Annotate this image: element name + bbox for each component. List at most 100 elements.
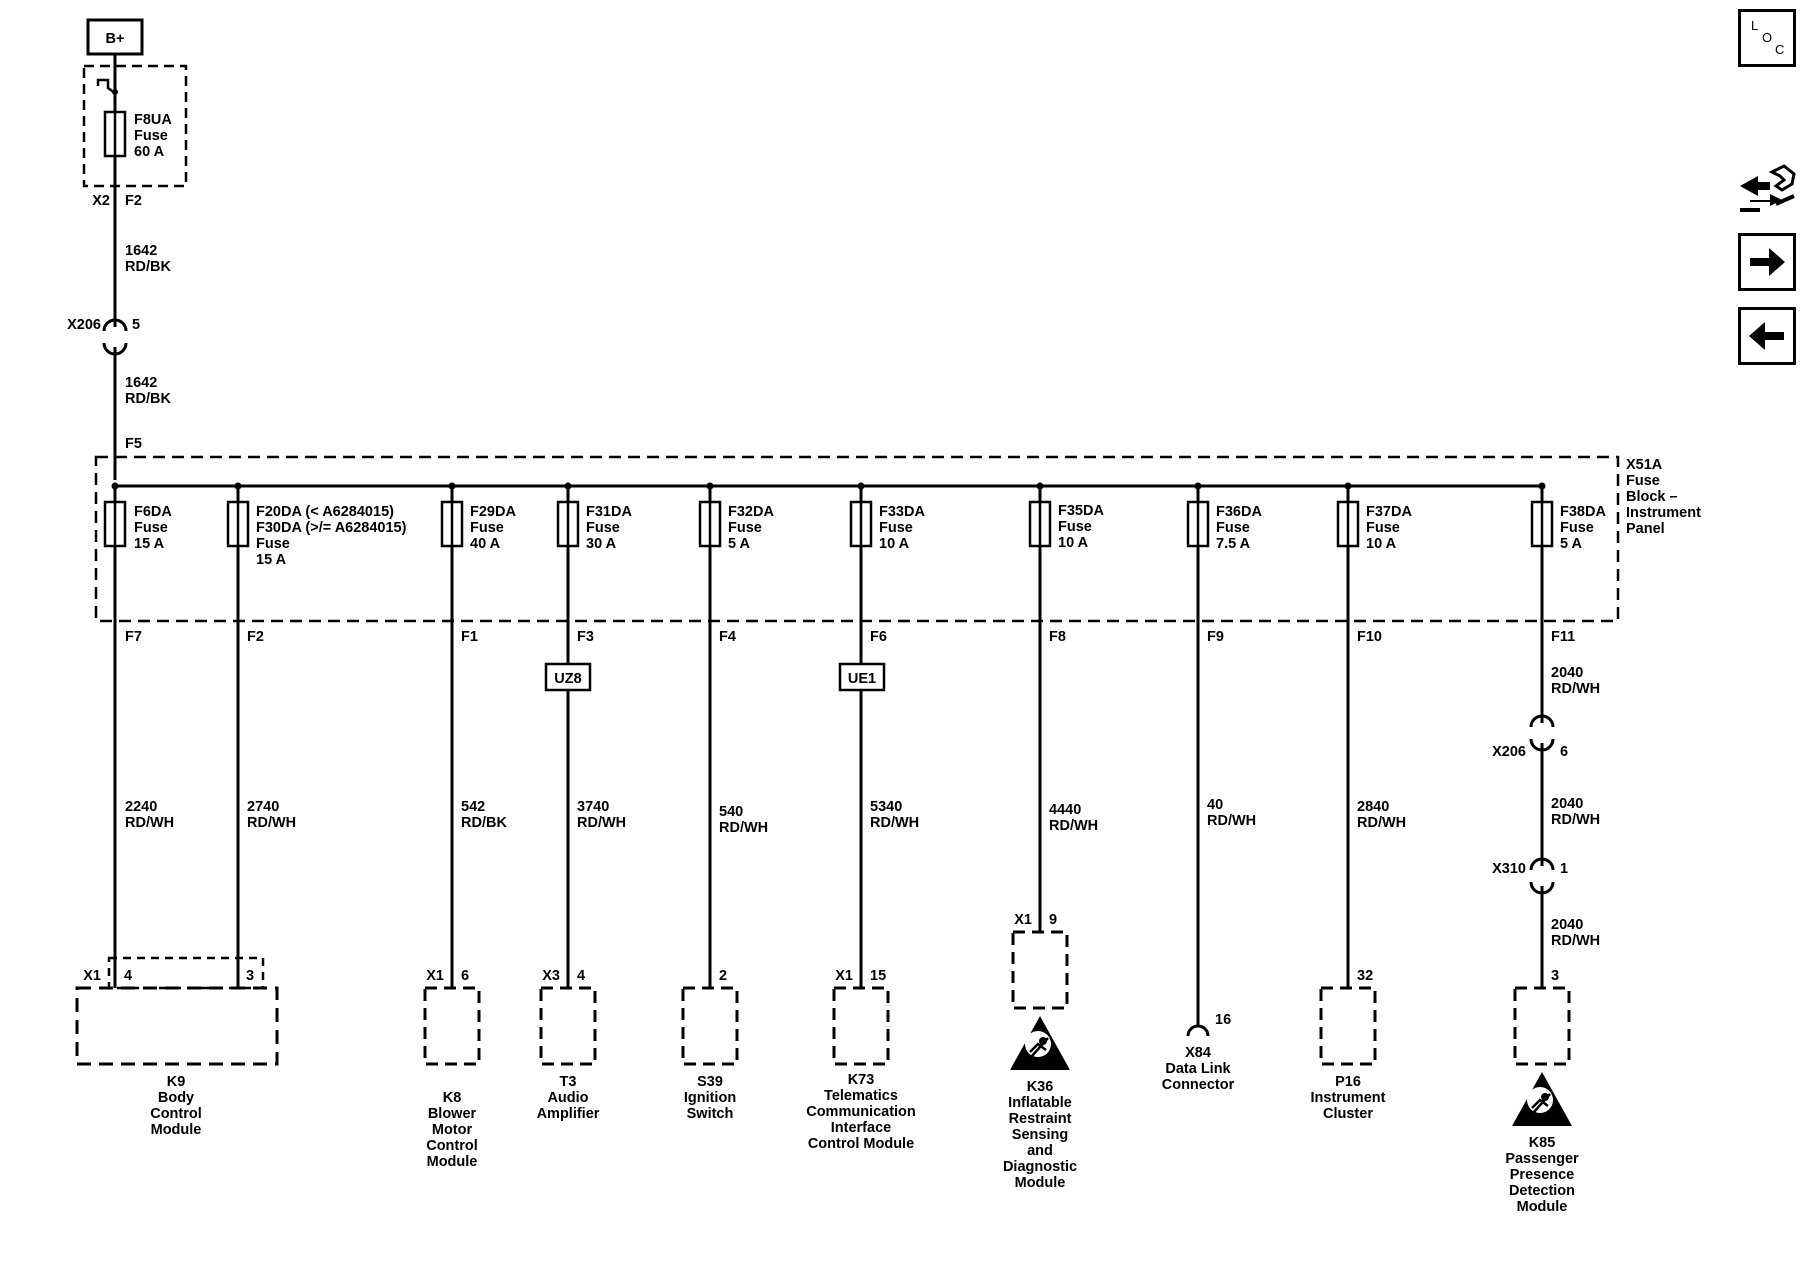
fuse-terminal-label: F2 [247, 629, 264, 645]
fuse-label-line: F31DA [586, 504, 632, 520]
wire-circuit-number: 4440 [1049, 802, 1081, 818]
fuse-symbol [556, 500, 580, 548]
fuse-symbol [226, 500, 250, 548]
device-connector-label: X1 [835, 968, 853, 984]
device-pin-label: 6 [461, 968, 469, 984]
fuse-label-line: F36DA [1216, 504, 1262, 520]
device-pin-label: 16 [1215, 1012, 1231, 1028]
arrow-left-icon [1749, 322, 1784, 350]
device-label-line: X84 [1185, 1045, 1211, 1061]
device-label-line: Diagnostic [1003, 1159, 1077, 1175]
t3-module-outline [539, 986, 597, 1066]
fuse-label-line: F38DA [1560, 504, 1606, 520]
fuse-symbol [1336, 500, 1360, 548]
device-label-line: Blower [428, 1106, 477, 1122]
device-connector-label: X1 [1014, 912, 1032, 928]
wire-color-code: RD/WH [870, 815, 919, 831]
wire-color-code: RD/WH [1357, 815, 1406, 831]
device-label-line: Control [426, 1138, 478, 1154]
wire-color-code: RD/WH [125, 815, 174, 831]
back-button[interactable] [1738, 307, 1796, 365]
device-label-line: Passenger [1505, 1151, 1579, 1167]
fuse-label-line: 15 A [256, 552, 287, 568]
fuse-label-line: F32DA [728, 504, 774, 520]
device-label-line: Module [1517, 1199, 1568, 1215]
main-fuse-kind: Fuse [134, 128, 168, 144]
fuse-label-line: Fuse [470, 520, 504, 536]
device-label-line: Control [150, 1106, 202, 1122]
location-button[interactable]: L O C [1738, 9, 1796, 67]
fuse-label-line: 5 A [728, 536, 751, 552]
airbag-warning-icon [1510, 1070, 1574, 1128]
fuse-housing-outline [82, 64, 188, 188]
fuse-block-name-line-2: Block – [1626, 489, 1678, 505]
device-pin-label: 3 [1551, 968, 1559, 984]
forward-button[interactable] [1738, 233, 1796, 291]
device-label-line: Detection [1509, 1183, 1575, 1199]
connector-tools-button[interactable] [1736, 160, 1798, 220]
device-label-line: Sensing [1012, 1127, 1068, 1143]
fuse-label-line: Fuse [728, 520, 762, 536]
wire-circuit-number: 542 [461, 799, 485, 815]
device-connector-label: X1 [83, 968, 101, 984]
fuse-label-line: F35DA [1058, 503, 1104, 519]
device-pin-label: 9 [1049, 912, 1057, 928]
wire-color-code: RD/WH [1207, 813, 1256, 829]
device-label-line: Data Link [1165, 1061, 1231, 1077]
wire-circuit-number: 3740 [577, 799, 609, 815]
main-fuse-connector: X2 [92, 193, 110, 209]
k85-module-outline [1513, 986, 1571, 1066]
fuse-label-line: 5 A [1560, 536, 1583, 552]
main-fuse-name: F8UA [134, 112, 172, 128]
device-label-line: Amplifier [537, 1106, 600, 1122]
fuse-label-line: Fuse [256, 536, 290, 552]
device-pin-label: 4 [124, 968, 132, 984]
device-connector-label: X1 [426, 968, 444, 984]
inline-pin-label: 1 [1560, 861, 1568, 877]
inline-connector-label: X310 [1492, 861, 1526, 877]
wire-circuit-number: 2040 [1551, 917, 1583, 933]
fuse-terminal-label: F3 [577, 629, 594, 645]
device-label-line: Motor [432, 1122, 473, 1138]
fuse-terminal-label: F6 [870, 629, 887, 645]
option-code-label: UZ8 [554, 671, 581, 687]
fuse-label-line: 30 A [586, 536, 617, 552]
loc-letter-c: C [1775, 42, 1784, 57]
fuse-label-line: Fuse [1058, 519, 1092, 535]
loc-letter-l: L [1751, 18, 1758, 33]
device-pin-label: 32 [1357, 968, 1373, 984]
device-label-line: Body [158, 1090, 194, 1106]
wire-circuit-number: 540 [719, 804, 743, 820]
connector-tools-icon [1740, 164, 1796, 212]
fuse-label-line: Fuse [1366, 520, 1400, 536]
device-pin-label: 15 [870, 968, 886, 984]
wire-circuit-number: 2040 [1551, 796, 1583, 812]
main-fuse-symbol [103, 110, 127, 158]
fuse-terminal-label: F4 [719, 629, 736, 645]
fuse-block-name-line-3: Instrument [1626, 505, 1701, 521]
loc-letter-o: O [1762, 30, 1772, 45]
device-label-line: K9 [167, 1074, 186, 1090]
fuse-label-line: Fuse [1560, 520, 1594, 536]
device-label-line: and [1027, 1143, 1053, 1159]
fuse-terminal-label: F10 [1357, 629, 1382, 645]
fuse-terminal-label: F1 [461, 629, 478, 645]
wire-color-code: RD/WH [1049, 818, 1098, 834]
supply-wire-color-lower: RD/BK [125, 391, 171, 407]
wire-color-code: RD/WH [719, 820, 768, 836]
device-label-line: Telematics [824, 1088, 898, 1104]
fuse-symbol [1028, 500, 1052, 548]
fuse-label-line: F29DA [470, 504, 516, 520]
wire-circuit-number: 5340 [870, 799, 902, 815]
fuse-symbol [698, 500, 722, 548]
k36-module-outline [1011, 930, 1069, 1010]
supply-inline-connector: X206 [67, 317, 101, 333]
main-fuse-rating: 60 A [134, 144, 165, 160]
device-connector-label: X3 [542, 968, 560, 984]
device-label-line: T3 [560, 1074, 577, 1090]
wire-color-code: RD/WH [1551, 681, 1600, 697]
wire-color-code: RD/WH [247, 815, 296, 831]
fuse-label-line: Fuse [134, 520, 168, 536]
wire-circuit-number: 40 [1207, 797, 1223, 813]
